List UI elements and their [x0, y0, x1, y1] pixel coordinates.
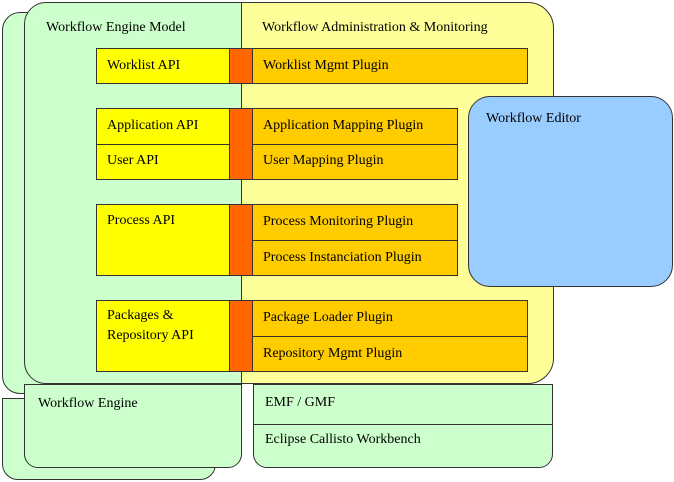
- workflow-editor-title: Workflow Editor: [486, 111, 581, 126]
- packages-repository-api-box: Packages & Repository API: [96, 300, 230, 372]
- worklist-api-label: Worklist API: [107, 58, 181, 73]
- plugin-divider: [253, 240, 457, 241]
- process-monitoring-plugin-label: Process Monitoring Plugin: [263, 214, 414, 229]
- workflow-engine-title: Workflow Engine: [38, 396, 138, 411]
- workbench-box: EMF / GMF Eclipse Callisto Workbench: [253, 384, 553, 468]
- workflow-admin-title: Workflow Administration & Monitoring: [262, 20, 488, 35]
- package-loader-plugin-label: Package Loader Plugin: [263, 310, 393, 325]
- api-divider: [97, 144, 229, 145]
- application-user-connector: [229, 108, 253, 180]
- user-mapping-plugin-label: User Mapping Plugin: [263, 153, 384, 168]
- package-plugins-box: Package Loader Plugin Repository Mgmt Pl…: [252, 300, 528, 372]
- plugin-divider: [253, 336, 527, 337]
- process-api-box: Process API: [96, 204, 230, 276]
- worklist-mgmt-plugin-label: Worklist Mgmt Plugin: [263, 58, 389, 73]
- worklist-api-box: Worklist API: [96, 48, 230, 84]
- emf-gmf-label: EMF / GMF: [265, 395, 336, 410]
- mapping-plugins-box: Application Mapping Plugin User Mapping …: [252, 108, 458, 180]
- process-connector: [229, 204, 253, 276]
- workbench-divider: [254, 424, 552, 425]
- workflow-engine-model-title: Workflow Engine Model: [46, 20, 186, 35]
- packages-connector: [229, 300, 253, 372]
- workflow-editor-box: Workflow Editor: [468, 96, 673, 287]
- application-api-label: Application API: [107, 118, 199, 133]
- application-user-api-box: Application API User API: [96, 108, 230, 180]
- process-plugins-box: Process Monitoring Plugin Process Instan…: [252, 204, 458, 276]
- process-api-label: Process API: [107, 213, 176, 228]
- repository-mgmt-plugin-label: Repository Mgmt Plugin: [263, 346, 403, 361]
- user-api-label: User API: [107, 153, 159, 168]
- process-instanciation-plugin-label: Process Instanciation Plugin: [263, 250, 422, 265]
- application-mapping-plugin-label: Application Mapping Plugin: [263, 118, 424, 133]
- plugin-divider: [253, 144, 457, 145]
- worklist-mgmt-plugin-box: Worklist Mgmt Plugin: [252, 48, 528, 84]
- worklist-connector: [229, 48, 253, 84]
- eclipse-callisto-workbench-label: Eclipse Callisto Workbench: [265, 432, 421, 447]
- packages-repository-api-label: Packages & Repository API: [107, 308, 194, 343]
- workflow-engine-box: Workflow Engine: [24, 384, 242, 468]
